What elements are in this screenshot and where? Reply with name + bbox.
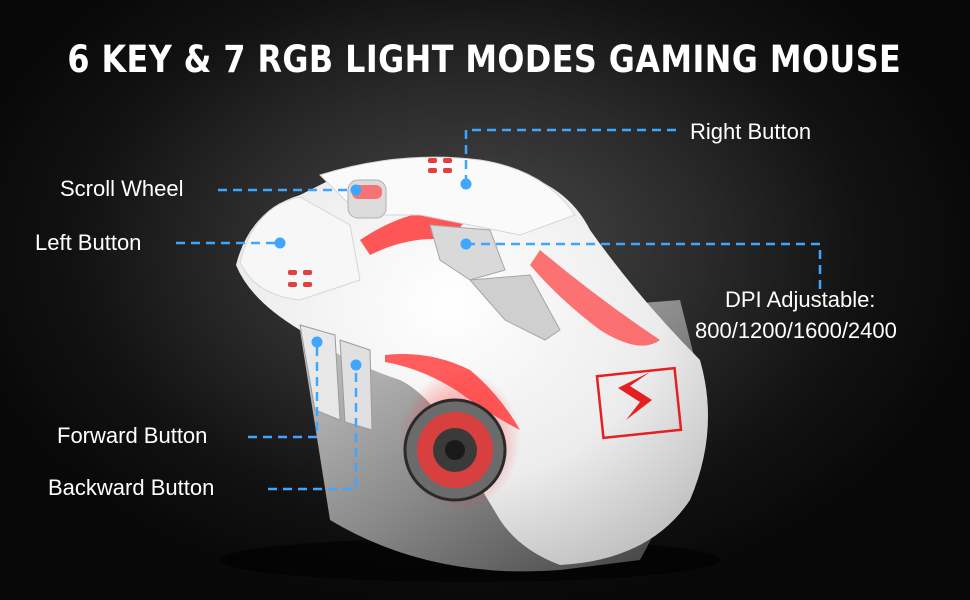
headline: 6 KEY & 7 RGB LIGHT MODES GAMING MOUSE [67, 38, 902, 81]
callout-scroll-wheel: Scroll Wheel [60, 176, 184, 201]
callout-left-button: Left Button [35, 230, 142, 255]
brand-logo-icon [595, 366, 683, 440]
callout-backward-button: Backward Button [48, 475, 215, 500]
callout-dpi-values: 800/1200/1600/2400 [695, 318, 897, 343]
callout-forward-button: Forward Button [57, 423, 208, 448]
callout-right-button: Right Button [690, 119, 812, 144]
callout-dpi-title: DPI Adjustable: [725, 287, 876, 312]
